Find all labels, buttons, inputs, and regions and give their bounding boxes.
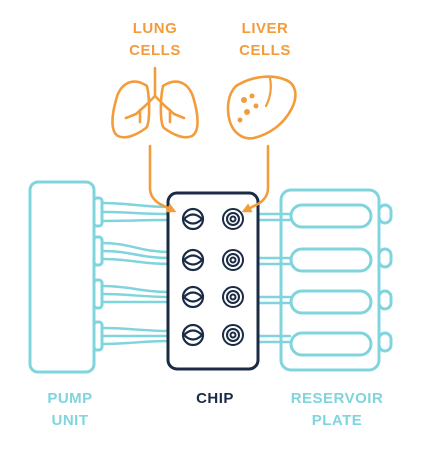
- liver-chamber-wells: [222, 208, 244, 346]
- liver-cells-label: LIVER CELLS: [239, 20, 291, 59]
- pump-unit-label: PUMP UNIT: [47, 390, 93, 429]
- chip-label: CHIP: [196, 390, 234, 407]
- lung-chamber-wells: [181, 207, 205, 347]
- lungs-icon: [111, 66, 199, 139]
- reservoir-plate-label: RESERVOIR PLATE: [290, 390, 384, 429]
- pump-unit: [28, 180, 104, 374]
- liver-icon: [226, 75, 297, 140]
- liver-to-chip-arrow: [241, 144, 270, 213]
- lung-to-chip-arrow: [148, 144, 177, 213]
- lung-cells-label: LUNG CELLS: [129, 20, 181, 59]
- chip: [166, 191, 260, 371]
- tubing: [101, 201, 292, 346]
- reservoir-plate: [279, 188, 393, 372]
